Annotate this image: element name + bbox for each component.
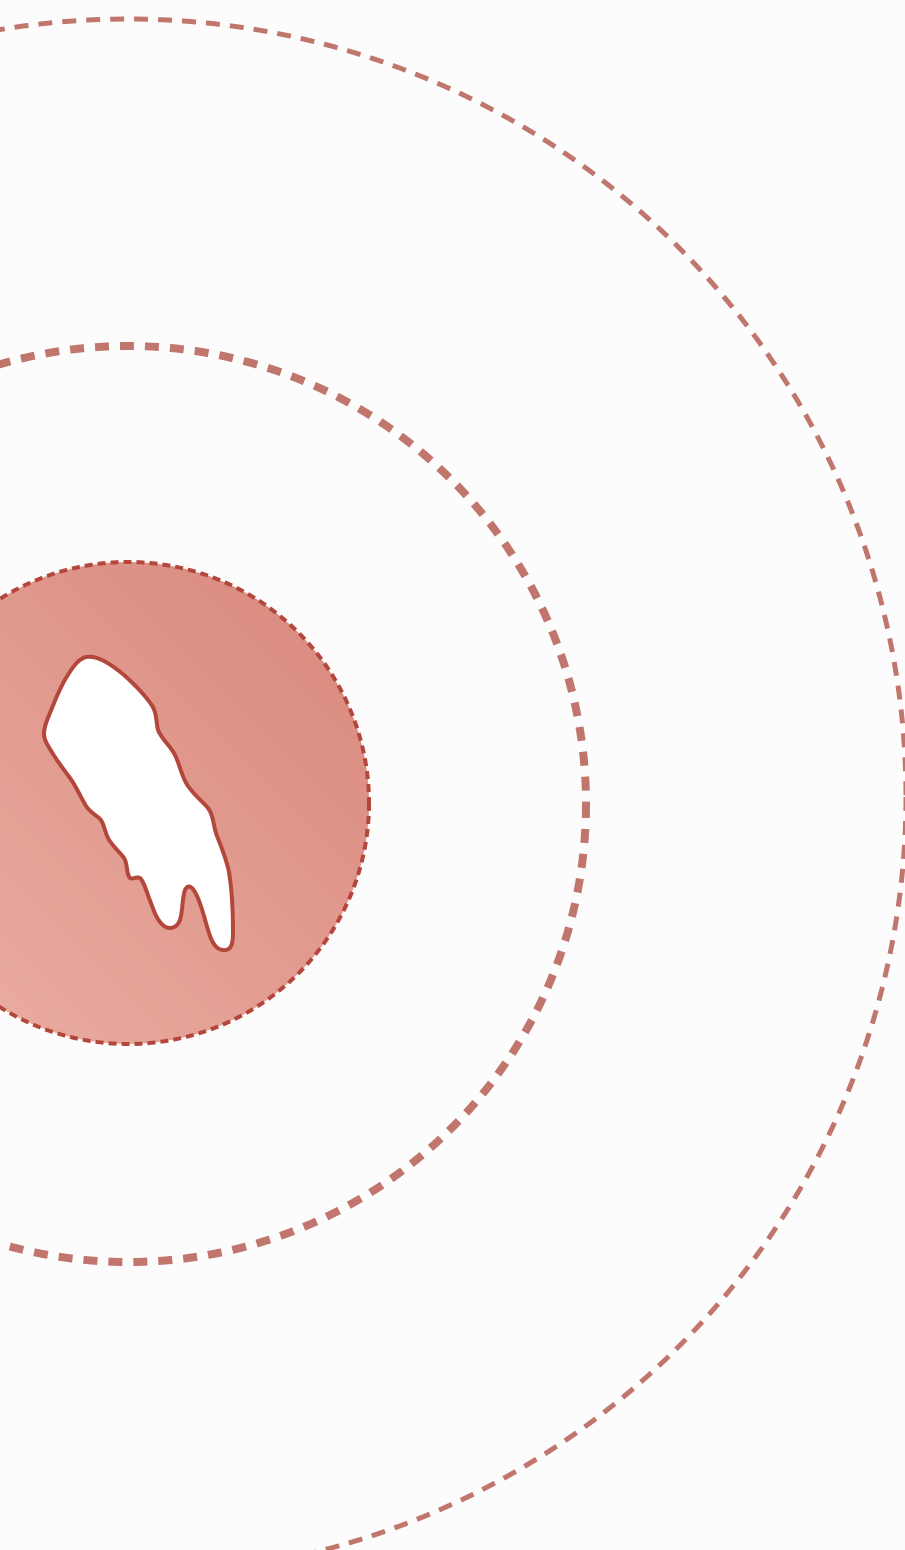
concentric-circles-diagram xyxy=(0,0,905,1550)
